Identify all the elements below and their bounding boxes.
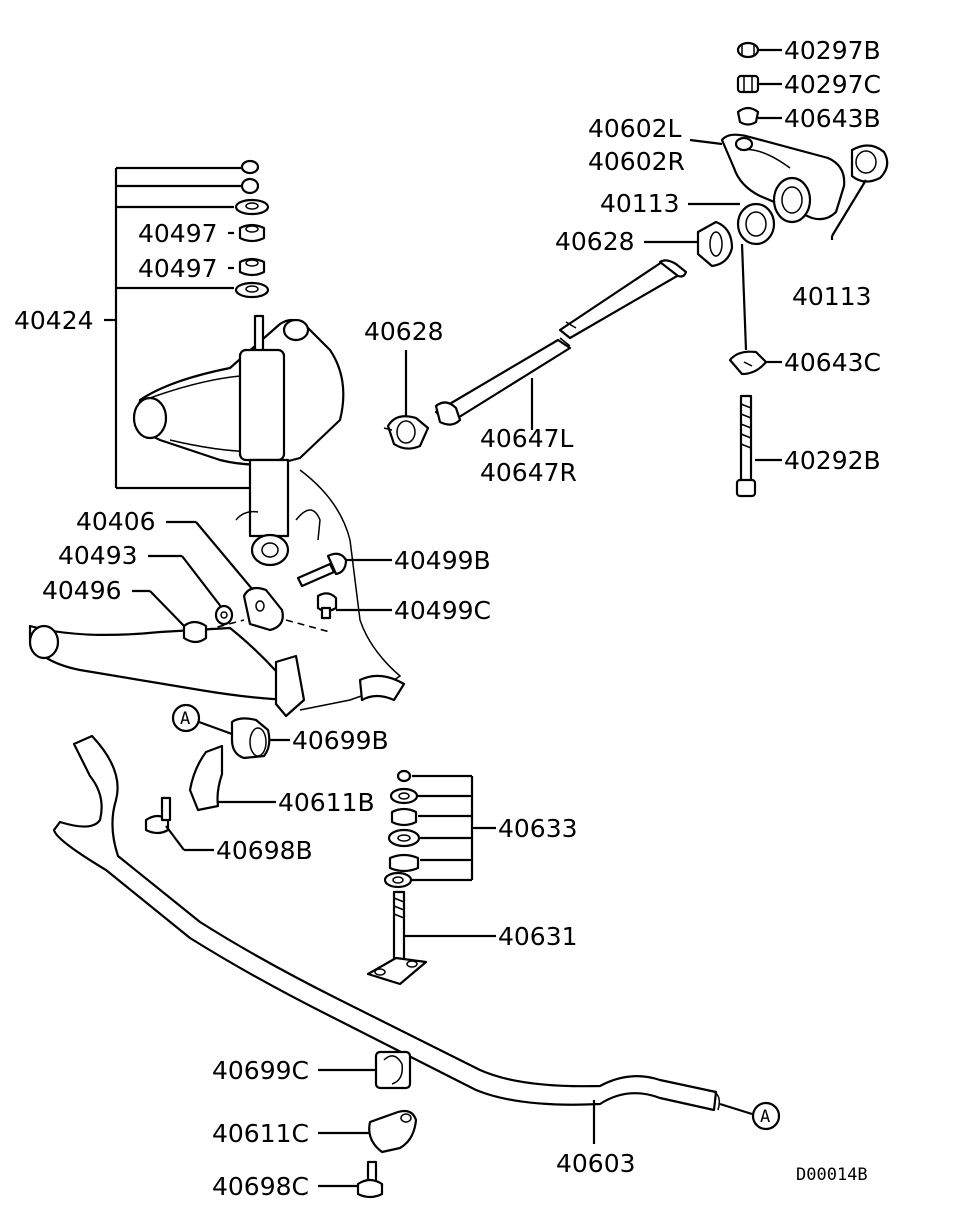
- label-40499b: 40499B: [394, 546, 491, 575]
- washer-40643c: [728, 243, 782, 376]
- bushing-40113-left: [736, 202, 776, 246]
- nut-40496: [182, 620, 208, 644]
- label-40647r: 40647R: [480, 458, 577, 487]
- ref-a-bottom: A: [719, 1101, 781, 1131]
- bushing-40699c: [318, 1050, 412, 1090]
- label-40297c: 40297C: [784, 70, 881, 99]
- lower-control-arm: [28, 624, 406, 718]
- link-hardware-40633: [383, 769, 496, 889]
- bracket-40611b: [188, 744, 276, 812]
- bolt-40698b: [144, 796, 214, 852]
- anchor-arm-40602: [720, 133, 846, 224]
- label-40698b: 40698B: [216, 836, 313, 865]
- label-40496: 40496: [42, 576, 122, 605]
- label-40297b: 40297B: [784, 36, 881, 65]
- label-40628-right: 40628: [555, 227, 635, 256]
- label-40631: 40631: [498, 922, 578, 951]
- label-40113-left: 40113: [600, 189, 680, 218]
- label-40499c: 40499C: [394, 596, 491, 625]
- label-40113-right: 40113: [792, 282, 872, 311]
- bushing-40699b: [230, 717, 290, 760]
- bushing-40113-right: [830, 144, 889, 240]
- label-40602l: 40602L: [588, 114, 682, 143]
- boot-40628-left: [383, 415, 430, 450]
- ref-a-bottom-letter: A: [760, 1107, 770, 1127]
- washer-40493: [214, 604, 234, 626]
- label-40497-b: 40497: [138, 254, 218, 283]
- label-40698c: 40698C: [212, 1172, 309, 1201]
- label-40628-left: 40628: [364, 317, 444, 346]
- link-bolt-40631: [366, 890, 496, 986]
- label-40497-a: 40497: [138, 219, 218, 248]
- washer-40643b: [736, 106, 782, 126]
- nut-40297b: [736, 41, 782, 59]
- bolt-40698c: [318, 1160, 384, 1199]
- assembly-line-lower: [205, 619, 331, 633]
- bracket-40611c: [318, 1109, 418, 1154]
- shock-hardware-stack: [234, 159, 270, 299]
- label-40424: 40424: [14, 306, 94, 335]
- diagram-code: D00014B: [796, 1165, 868, 1185]
- label-40292b: 40292B: [784, 446, 881, 475]
- label-40633: 40633: [498, 814, 578, 843]
- stabilizer-bar-40603: [52, 734, 721, 1144]
- shock-absorber: [238, 314, 290, 567]
- label-40647l: 40647L: [480, 424, 574, 453]
- bracket-40406: [242, 586, 284, 632]
- label-40603: 40603: [556, 1149, 636, 1178]
- label-40611b: 40611B: [278, 788, 375, 817]
- bolt-40499b: [296, 552, 392, 588]
- label-40406: 40406: [76, 507, 156, 536]
- torsion-bar-40647: [434, 259, 688, 426]
- label-40493: 40493: [58, 541, 138, 570]
- bolt-40499c: [316, 592, 392, 620]
- ref-a-top-letter: A: [180, 709, 190, 729]
- label-40602r: 40602R: [588, 147, 685, 176]
- bracket-40424: [104, 166, 250, 490]
- label-40699b: 40699B: [292, 726, 389, 755]
- upper-control-arm: [132, 318, 345, 466]
- label-40611c: 40611C: [212, 1119, 309, 1148]
- label-40699c: 40699C: [212, 1056, 309, 1085]
- bolt-40292b: [735, 394, 782, 498]
- boot-40628-right: [696, 220, 734, 268]
- leader-40602: [689, 138, 723, 146]
- ref-a-top: A: [171, 703, 233, 736]
- label-40643b: 40643B: [784, 104, 881, 133]
- nut-40297c: [736, 74, 782, 94]
- label-40643c: 40643C: [784, 348, 881, 377]
